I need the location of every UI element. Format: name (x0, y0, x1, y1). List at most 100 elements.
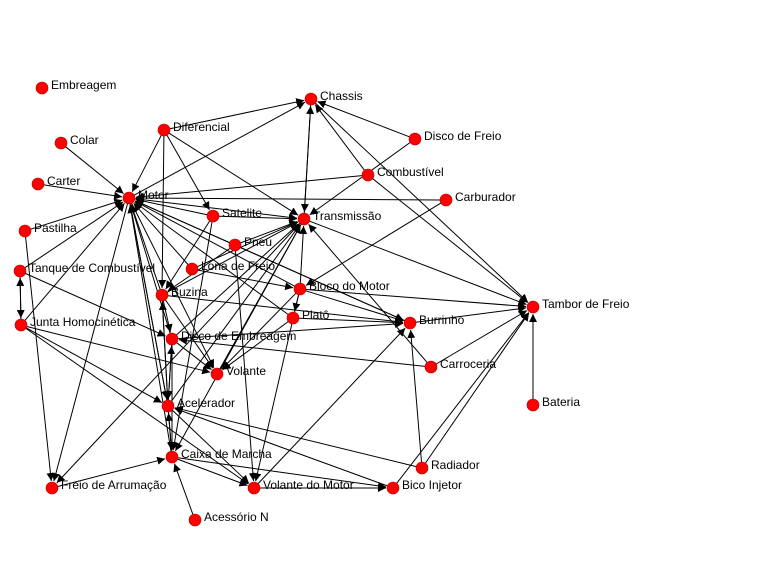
edge-pastilha-to-motor (30, 198, 123, 230)
node-label-plato: Platô (302, 308, 330, 322)
node-dot-freioarr (45, 481, 59, 495)
node-label-lona: Lona de Freio (201, 259, 275, 273)
edge-pneu-to-buzina (167, 247, 231, 292)
node-label-transmissao: Transmissão (313, 209, 382, 223)
node-label-colar: Colar (70, 133, 99, 147)
node-bloco: Bloco do Motor (293, 279, 390, 296)
edge-carroceria-to-transmissao (308, 223, 428, 363)
node-freioarr: Freio de Arrumação (45, 478, 167, 495)
edge-volantemotor-to-burrinho (257, 327, 406, 484)
edge-combustivel-to-motor (135, 175, 363, 201)
edge-discofreio-to-transmissao (309, 142, 411, 216)
node-junta: Junta Homocinética (14, 315, 136, 332)
node-combustivel: Combustível (361, 165, 444, 182)
edge-bloco-to-volantemotor (253, 294, 300, 482)
edge-colar-to-motor (65, 146, 124, 194)
node-label-radiador: Radiador (431, 458, 480, 472)
edge-motor-to-transmissao (134, 198, 298, 222)
node-volantemotor: Volante do Motor (247, 478, 354, 495)
node-dot-acelerador (161, 399, 175, 413)
node-label-pneu: Pneu (244, 235, 272, 249)
node-label-tambor: Tambor de Freio (542, 297, 630, 311)
node-dot-junta (14, 318, 28, 332)
node-dot-discoemb (165, 332, 179, 346)
edge-lona-to-bloco (197, 269, 294, 291)
node-carroceria: Carroceria (424, 357, 496, 374)
edge-discoemb-to-motor (129, 204, 171, 334)
node-volante: Volante (210, 364, 266, 381)
node-label-junta: Junta Homocinética (30, 315, 136, 329)
node-dot-plato (286, 311, 300, 325)
node-label-satelite: Satelite (222, 206, 262, 220)
edge-chassis-to-tambor (315, 102, 529, 303)
node-label-motor: Motor (138, 188, 169, 202)
edge-plato-to-motor (134, 201, 289, 315)
node-dot-combustivel (361, 168, 375, 182)
node-motor: Motor (122, 188, 169, 205)
edge-satelite-to-transmissao (218, 214, 298, 223)
node-lona: Lona de Freio (185, 259, 275, 276)
node-diferencial: Diferencial (157, 120, 230, 137)
node-colar: Colar (54, 133, 99, 150)
node-dot-buzina (155, 288, 169, 302)
edge-acelerador-to-discoemb (167, 345, 176, 401)
node-dot-volante (210, 367, 224, 381)
node-label-freioarr: Freio de Arrumação (61, 478, 167, 492)
edge-junta-to-acelerador (26, 327, 163, 404)
edge-plato-to-burrinho (298, 317, 404, 327)
node-transmissao: Transmissão (297, 209, 382, 226)
edge-junta-to-tanque (16, 277, 25, 320)
edge-transmissao-to-tambor (309, 220, 527, 306)
node-label-chassis: Chassis (320, 89, 363, 103)
node-dot-chassis (304, 92, 318, 106)
edge-transmissao-to-chassis (303, 105, 315, 214)
node-label-carroceria: Carroceria (440, 357, 496, 371)
node-label-bateria: Bateria (542, 395, 580, 409)
edge-junta-to-volante (26, 326, 211, 375)
edge-buzina-to-motor (130, 204, 161, 290)
edge-carburador-to-bloco (305, 202, 442, 286)
node-pneu: Pneu (228, 235, 272, 252)
node-dot-caixa (165, 450, 179, 464)
edge-bloco-to-burrinho (305, 290, 404, 323)
node-label-volantemotor: Volante do Motor (263, 478, 354, 492)
edge-buzina-to-burrinho (167, 295, 404, 326)
node-burrinho: Burrinho (403, 313, 465, 330)
node-carter: Carter (31, 174, 80, 191)
edge-carroceria-to-tambor (435, 310, 528, 365)
node-label-carburador: Carburador (455, 190, 516, 204)
node-label-combustivel: Combustível (377, 165, 444, 179)
edge-carter-to-motor (43, 184, 123, 200)
node-caixa: Caixa de Marcha (165, 447, 272, 464)
node-tanque: Tanque de Combustível (13, 261, 155, 278)
edge-lona-to-motor (133, 202, 189, 265)
edge-combustivel-to-chassis (314, 104, 365, 171)
node-label-burrinho: Burrinho (419, 313, 465, 327)
edge-diferencial-to-satelite (166, 134, 210, 211)
edge-junta-to-motor (24, 202, 125, 321)
node-radiador: Radiador (415, 458, 480, 475)
edge-diferencial-to-chassis (169, 98, 305, 130)
node-label-bico: Bico Injetor (402, 478, 462, 492)
node-plato: Platô (286, 308, 330, 325)
node-dot-lona (185, 262, 199, 276)
node-carburador: Carburador (439, 190, 516, 207)
node-buzina: Buzina (155, 285, 208, 302)
node-acessorio: Acessório N (188, 510, 269, 527)
edge-junta-to-volantemotor (25, 327, 249, 485)
node-dot-pastilha (18, 224, 32, 238)
node-dot-bico (386, 481, 400, 495)
node-acelerador: Acelerador (161, 396, 235, 413)
node-label-embreagem: Embreagem (51, 78, 116, 92)
edge-bloco-to-volante (221, 292, 297, 370)
edge-layer (16, 98, 537, 515)
node-embreagem: Embreagem (35, 78, 116, 95)
edge-satelite-to-caixa (170, 221, 213, 451)
edge-carroceria-to-discoemb (178, 336, 426, 367)
edge-freioarr-to-caixa (57, 456, 166, 487)
node-label-pastilha: Pastilha (34, 221, 77, 235)
edge-burrinho-to-tambor (415, 304, 527, 323)
edge-discoemb-to-volante (176, 342, 212, 371)
edge-tanque-to-motor (24, 201, 124, 269)
